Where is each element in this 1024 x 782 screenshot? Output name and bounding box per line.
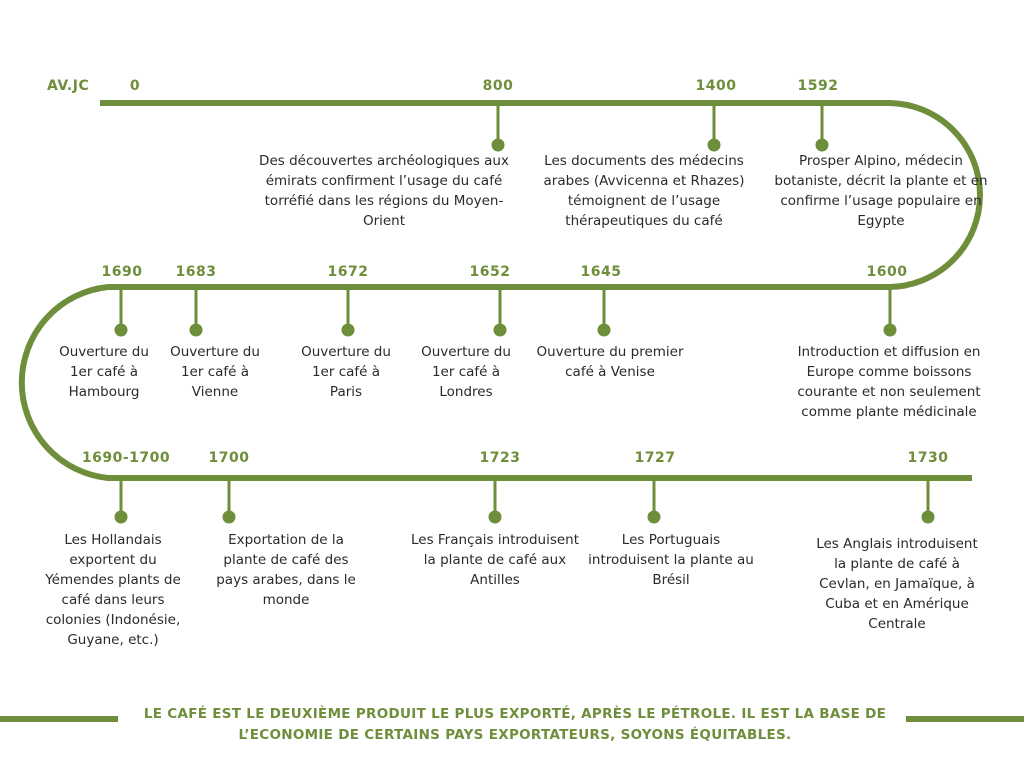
event-1690-1700-text: Les Hollandais exportent du Yémendes pla… (45, 532, 181, 648)
year-1690: 1690 (101, 264, 143, 280)
marker-1600 (883, 323, 897, 337)
event-1700-text: Exportation de la plante de café des pay… (216, 532, 356, 608)
marker-1730 (921, 510, 935, 524)
marker-1723 (488, 510, 502, 524)
year-1645: 1645 (580, 264, 622, 280)
year-0: 0 (129, 78, 141, 94)
footer-bar-left (0, 716, 118, 722)
marker-1690-1700 (114, 510, 128, 524)
year-1400: 1400 (695, 78, 737, 94)
event-1645-text: Ouverture du premier café à Venise (536, 344, 684, 380)
year-1700: 1700 (208, 450, 250, 466)
marker-1400 (707, 138, 721, 152)
year-1683: 1683 (175, 264, 217, 280)
row3-connectors (114, 478, 935, 524)
event-1730-text: Les Anglais introduisent la plante de ca… (816, 536, 978, 632)
event-1400-text: Les documents des médecins arabes (Avvic… (543, 153, 745, 229)
marker-1727 (647, 510, 661, 524)
marker-1700 (222, 510, 236, 524)
year-1730: 1730 (907, 450, 949, 466)
marker-1652 (493, 323, 507, 337)
event-800-text: Des découvertes archéologiques aux émira… (259, 153, 509, 229)
event-1652-text: Ouverture du 1er café à Londres (421, 344, 511, 400)
year-1672: 1672 (327, 264, 369, 280)
footer-line-1: LE CAFÉ EST LE DEUXIÈME PRODUIT LE PLUS … (143, 706, 887, 722)
event-1672-text: Ouverture du 1er café à Paris (301, 344, 391, 400)
year-800: 800 (482, 78, 514, 94)
event-1600-text: Introduction et diffusion en Europe comm… (797, 344, 981, 420)
start-label: AV.JC (47, 78, 90, 94)
event-1723-text: Les Français introduisent la plante de c… (410, 532, 580, 588)
year-1727: 1727 (634, 450, 676, 466)
year-1600: 1600 (866, 264, 908, 280)
event-1683-text: Ouverture du 1er café à Vienne (170, 344, 260, 400)
row1-connectors (491, 103, 829, 152)
marker-1672 (341, 323, 355, 337)
timeline-line (18, 100, 983, 481)
event-1690-text: Ouverture du 1er café à Hambourg (59, 344, 149, 400)
marker-1645 (597, 323, 611, 337)
footer-line-2: L’ECONOMIE DE CERTAINS PAYS EXPORTATEURS… (238, 727, 792, 743)
year-1592: 1592 (797, 78, 839, 94)
year-1690-1700: 1690-1700 (81, 450, 171, 466)
year-1652: 1652 (469, 264, 511, 280)
marker-800 (491, 138, 505, 152)
marker-1690 (114, 323, 128, 337)
marker-1683 (189, 323, 203, 337)
event-1727-text: Les Portuguais introduisent la plante au… (588, 532, 754, 588)
row2-connectors (114, 287, 897, 337)
marker-1592 (815, 138, 829, 152)
footer-bar-right (906, 716, 1024, 722)
event-1592-text: Prosper Alpino, médecin botaniste, décri… (774, 153, 988, 229)
year-1723: 1723 (479, 450, 521, 466)
footer-message: LE CAFÉ EST LE DEUXIÈME PRODUIT LE PLUS … (130, 704, 900, 746)
